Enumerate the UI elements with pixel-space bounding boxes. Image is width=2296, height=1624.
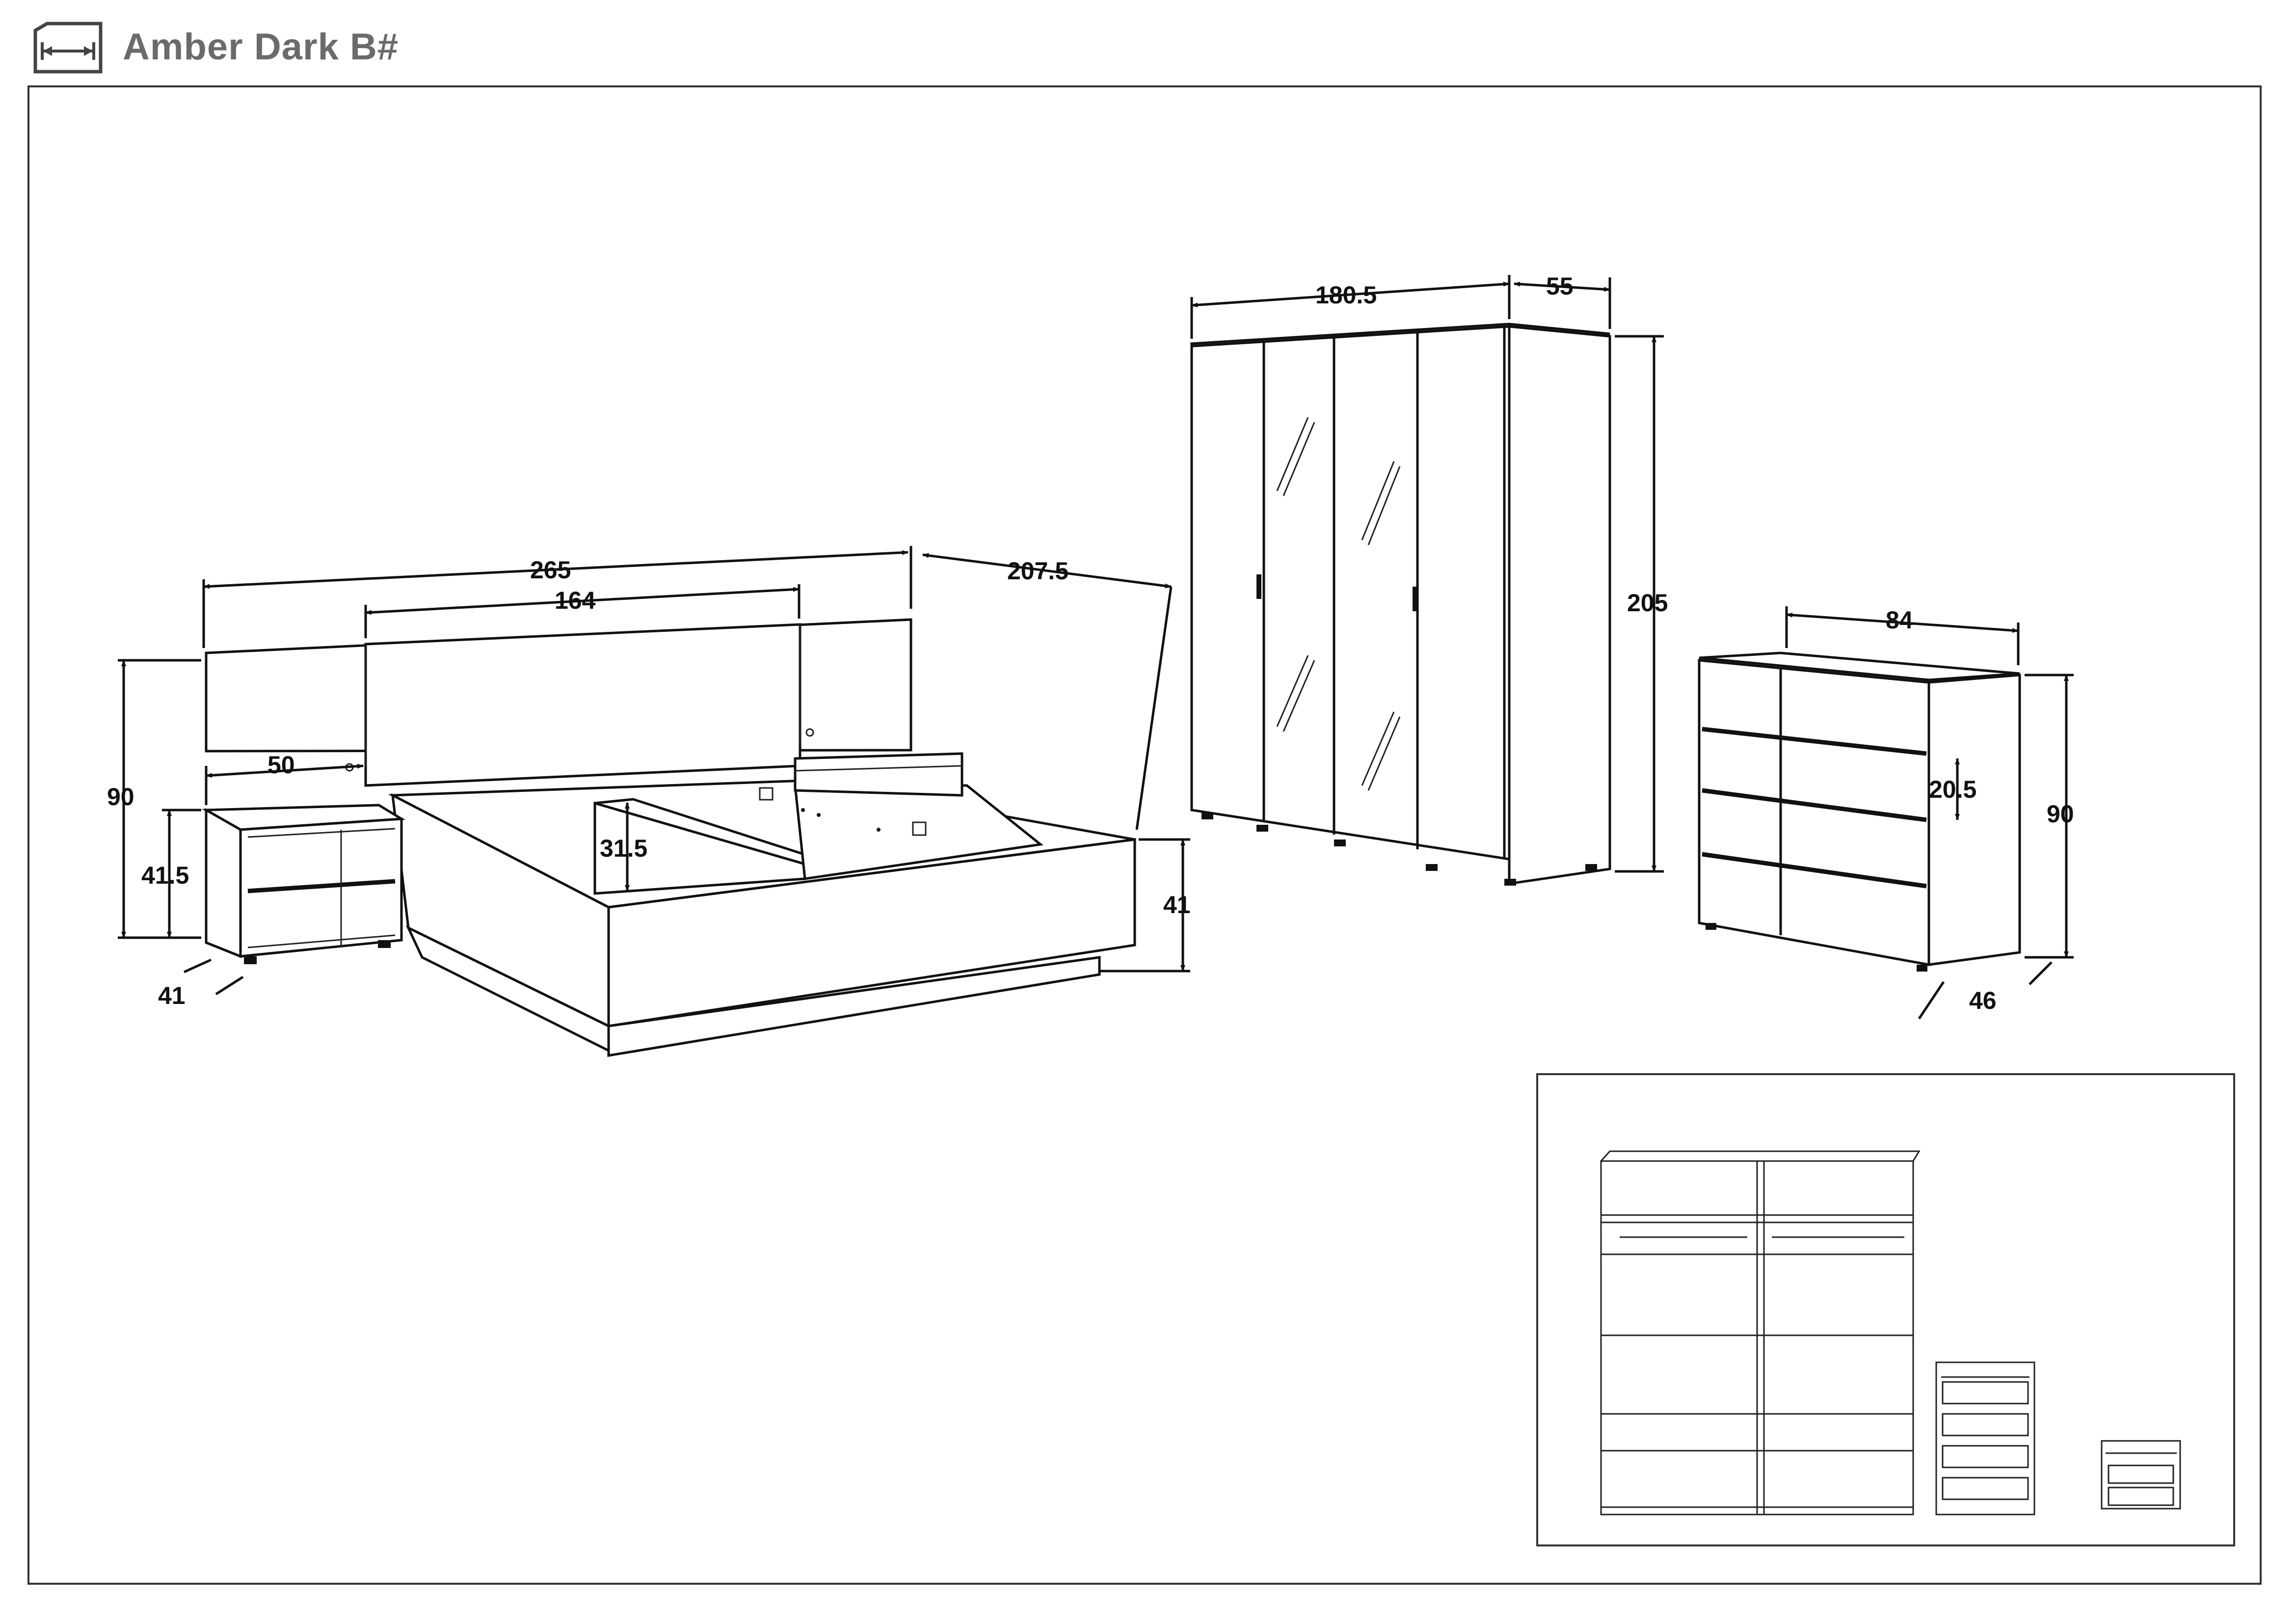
- dresser-width-label: 84: [1886, 606, 1913, 634]
- nightstand-width-label: 50: [267, 751, 295, 779]
- bed-length-label: 207.5: [1007, 557, 1068, 585]
- wardrobe-drawing: [1190, 275, 1664, 886]
- headboard-center-panel: [364, 623, 801, 787]
- bed-drawing: [118, 546, 1190, 1057]
- dresser-side: [1927, 674, 2021, 966]
- drawing-frame: [27, 85, 2262, 1585]
- interior-inset: [1536, 1073, 2235, 1546]
- bed-frame-front: [607, 838, 1136, 1028]
- wardrobe-height-label: 205: [1627, 589, 1668, 617]
- dresser-drawing: [1698, 606, 2074, 1020]
- left-nightstand-side: [205, 808, 242, 958]
- dresser-depth-label: 46: [1969, 987, 1997, 1014]
- dresser-height-label: 90: [2047, 800, 2074, 828]
- dresser-drawer-height-label: 20.5: [1929, 776, 1976, 803]
- bed-headboard-height-label: 90: [107, 783, 134, 811]
- footboard-height-label: 31.5: [600, 835, 647, 862]
- dresser-front: [1698, 659, 1930, 966]
- dimension-icon: [33, 22, 103, 74]
- wardrobe-side: [1508, 325, 1611, 885]
- bed-total-width-label: 265: [530, 556, 571, 584]
- nightstand-depth-label: 41: [158, 982, 186, 1009]
- wardrobe-front: [1190, 325, 1511, 861]
- right-nightstand: [794, 752, 963, 797]
- wardrobe-width-label: 180.5: [1315, 281, 1377, 309]
- bed-height-label: 41: [1163, 891, 1191, 919]
- dresser-top: [1699, 651, 2020, 681]
- nightstand-height-label: 41.5: [141, 862, 189, 889]
- bed-headboard-width-label: 164: [555, 587, 596, 614]
- wardrobe-depth-label: 55: [1546, 272, 1574, 300]
- page-title: Amber Dark B#: [123, 26, 399, 68]
